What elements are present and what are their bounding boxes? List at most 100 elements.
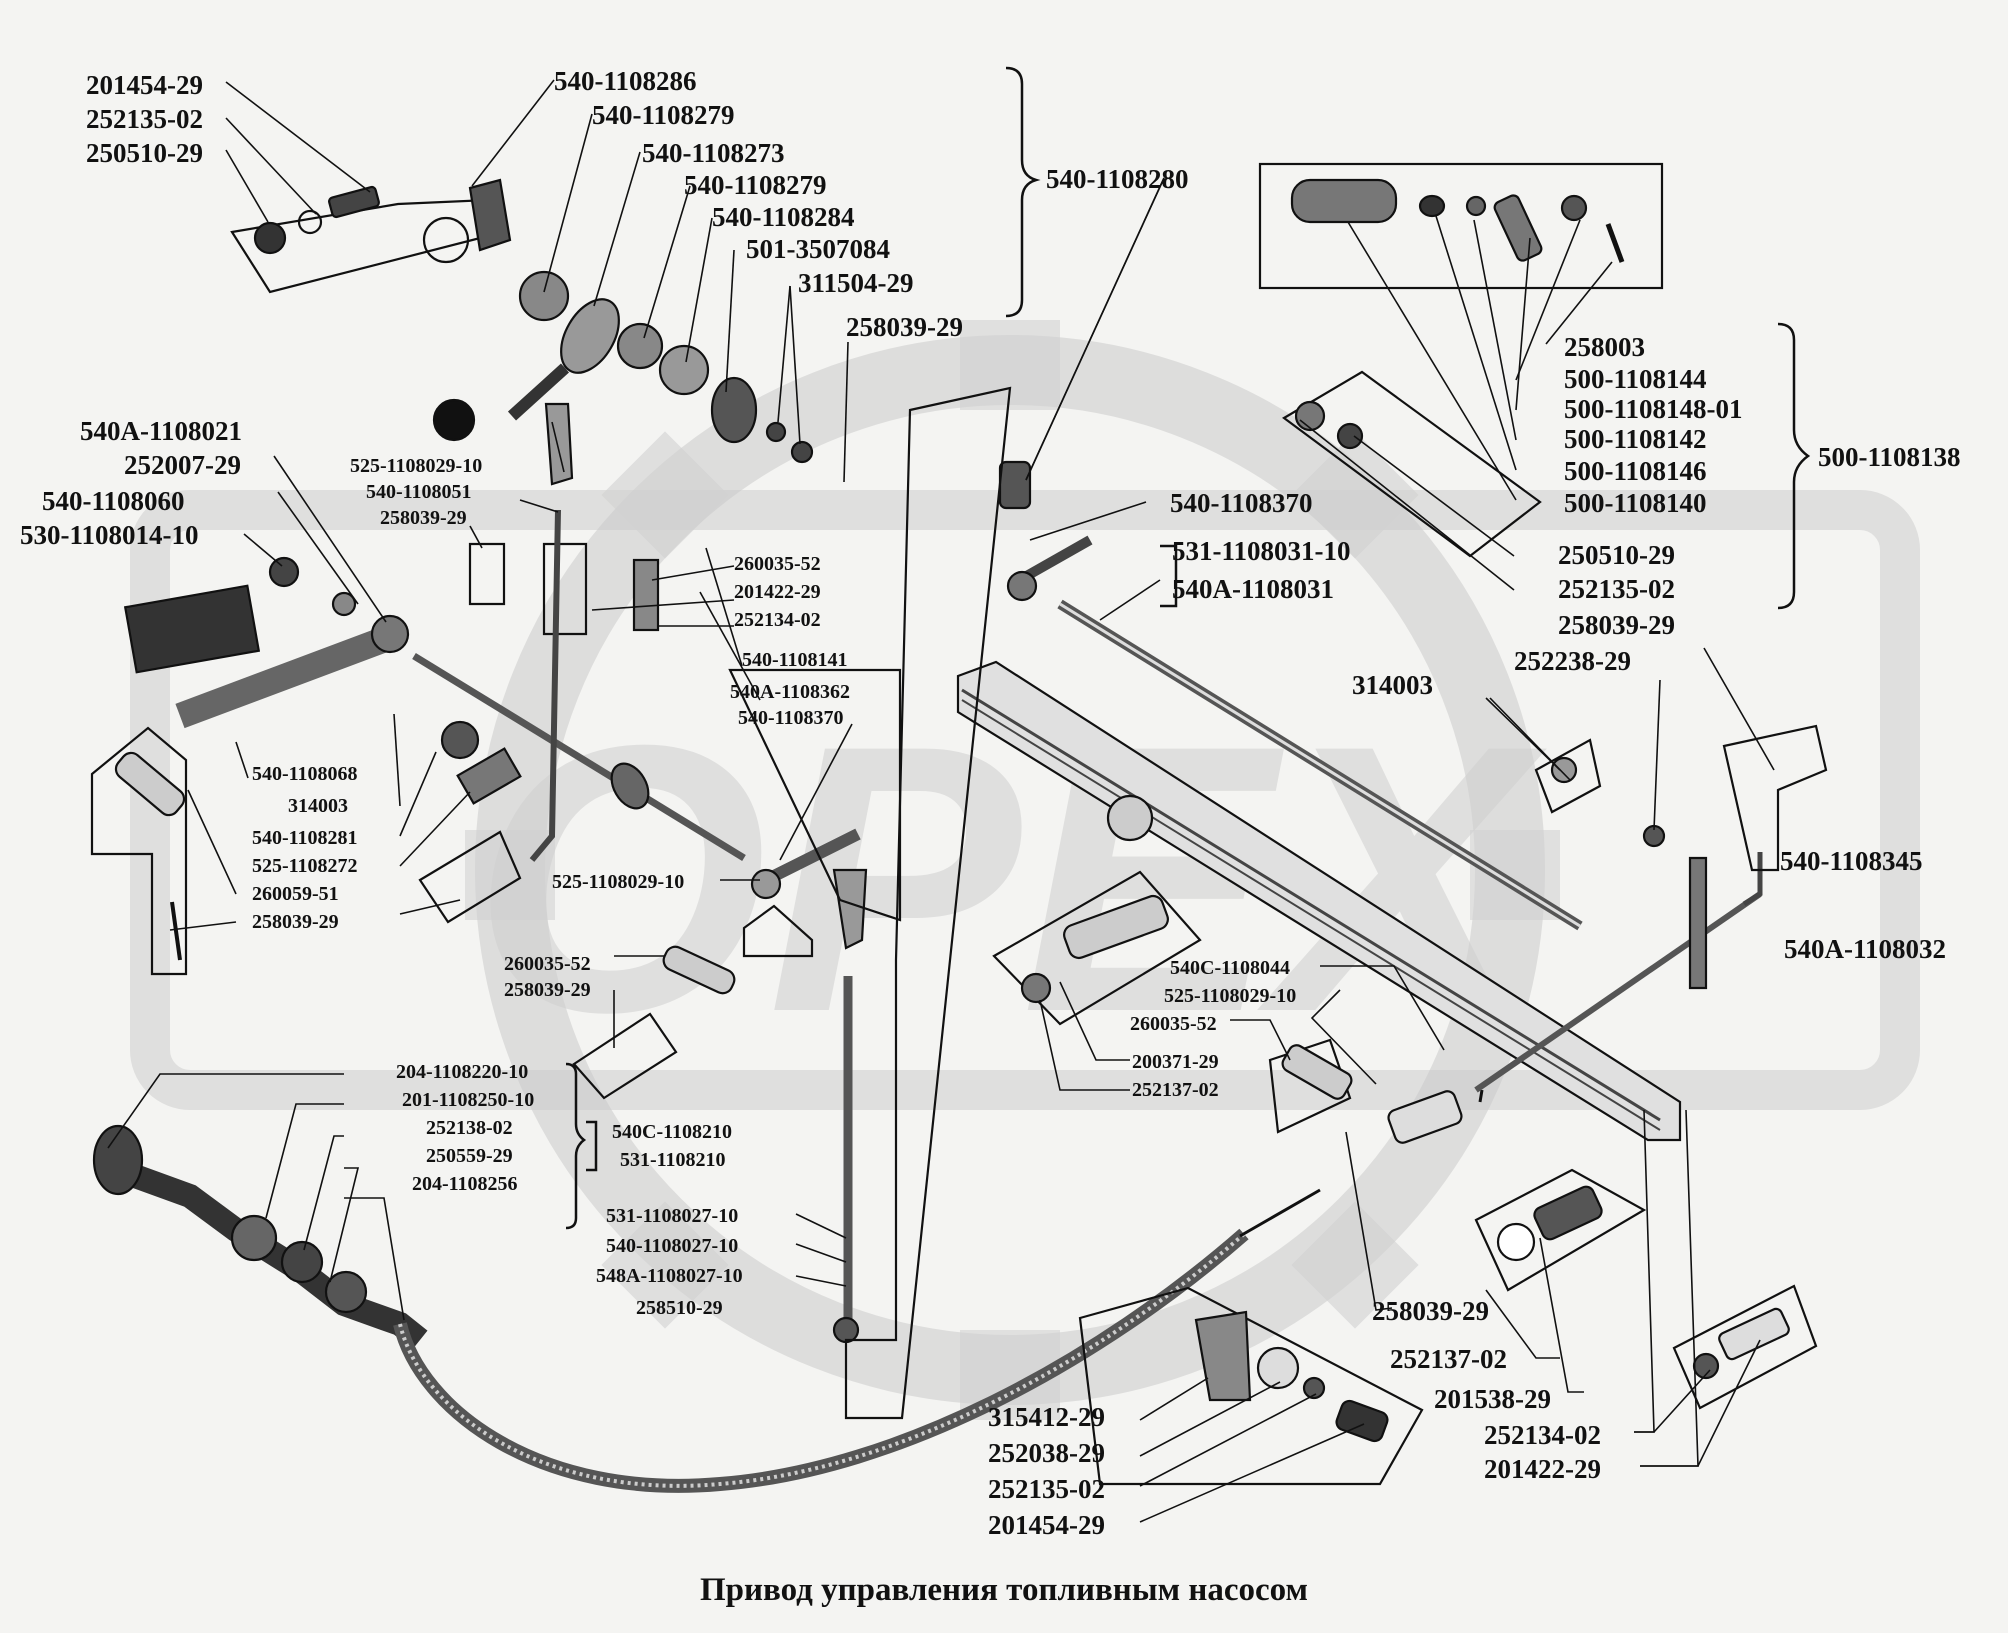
label-525-1108272: 525-1108272 (252, 855, 358, 877)
leader-lines (107, 79, 1775, 1523)
label-540-1108027-10: 540-1108027-10 (606, 1235, 739, 1257)
frame-mid-right (1282, 370, 1542, 558)
label-540-1108068: 540-1108068 (252, 763, 358, 785)
rod-part (529, 509, 561, 862)
label-540-1108345: 540-1108345 (1780, 846, 1923, 876)
knob-part (432, 398, 476, 442)
label-531-1108031-10: 531-1108031-10 (1172, 536, 1351, 566)
label-540A-1108032: 540A-1108032 (1784, 934, 1946, 964)
label-258510-29: 258510-29 (636, 1297, 723, 1319)
label-258003: 258003 (1564, 332, 1645, 362)
label-540A-1108362: 540A-1108362 (730, 681, 850, 703)
label-540-1108051: 540-1108051 (366, 481, 472, 503)
frame-pin-center (572, 1012, 678, 1100)
label-201538-29: 201538-29 (1434, 1384, 1551, 1414)
label-204-1108220-10: 204-1108220-10 (396, 1061, 529, 1083)
label-250559-29: 250559-29 (426, 1145, 513, 1167)
label-260035-52-b: 260035-52 (504, 953, 591, 975)
label-525-1108029-10-right: 525-1108029-10 (1164, 985, 1297, 1007)
frame-clamp (1078, 1286, 1424, 1486)
washer-part (297, 209, 323, 235)
label-252137-02-b: 252137-02 (1390, 1344, 1507, 1374)
label-500-1108142: 500-1108142 (1564, 424, 1707, 454)
label-531-1108210: 531-1108210 (620, 1149, 726, 1171)
bolt-part (328, 185, 380, 219)
label-540-1108281: 540-1108281 (252, 827, 358, 849)
label-252038-29: 252038-29 (988, 1438, 1105, 1468)
lever-arm (759, 828, 861, 888)
label-540-1108279-b: 540-1108279 (684, 170, 827, 200)
frame-center-lower (742, 904, 814, 958)
label-540C-1108210: 540C-1108210 (612, 1121, 732, 1143)
fitting-body (1290, 178, 1398, 224)
nut-part (790, 440, 814, 464)
frame-pin-right2 (1534, 738, 1602, 814)
washer-part (616, 322, 664, 370)
frame-top-right (1258, 162, 1664, 290)
label-314003-left: 314003 (288, 795, 348, 817)
label-258039-29-top: 258039-29 (846, 312, 963, 342)
label-540-1108370-mid: 540-1108370 (1170, 488, 1313, 518)
label-258039-29-n: 258039-29 (1372, 1296, 1489, 1326)
nut-part (765, 421, 787, 443)
label-258039-29-mid: 258039-29 (1558, 610, 1675, 640)
label-252238-29: 252238-29 (1514, 646, 1631, 676)
frame-clip (468, 542, 506, 606)
parts-layer (90, 162, 1828, 1493)
frame-bolt-lower-right (1474, 1168, 1647, 1292)
lever-part (1688, 856, 1708, 990)
label-brackets (565, 66, 1811, 1230)
rod-part (1474, 891, 1762, 1093)
label-540-1108060: 540-1108060 (42, 486, 185, 516)
label-540-1108280: 540-1108280 (1046, 164, 1189, 194)
label-252137-02-a: 252137-02 (1132, 1079, 1219, 1101)
eye-part (422, 216, 470, 264)
label-250510-29: 250510-29 (86, 138, 203, 168)
label-501-3507084: 501-3507084 (746, 234, 890, 264)
label-201454-29-o: 201454-29 (988, 1510, 1105, 1540)
frame-center-tall (844, 386, 1012, 1420)
label-250510-29-mid: 250510-29 (1558, 540, 1675, 570)
label-260059-51: 260059-51 (252, 883, 339, 905)
bracket-part (468, 178, 512, 252)
label-500-1108144: 500-1108144 (1564, 364, 1707, 394)
label-540-1108286: 540-1108286 (554, 66, 697, 96)
label-252135-02-o: 252135-02 (988, 1474, 1105, 1504)
washer-part (518, 270, 570, 322)
clamp-part (1194, 1310, 1252, 1402)
label-500-1108146: 500-1108146 (1564, 456, 1707, 486)
label-530-1108014-10: 530-1108014-10 (20, 520, 199, 550)
label-531-1108027-10: 531-1108027-10 (606, 1205, 739, 1227)
shaft-part (412, 653, 746, 861)
label-540-1108370-center: 540-1108370 (738, 707, 844, 729)
spring-part (710, 376, 758, 444)
label-314003-right: 314003 (1352, 670, 1433, 700)
label-252135-02-mid: 252135-02 (1558, 574, 1675, 604)
diagram-title: Привод управления топливным насосом (700, 1572, 1308, 1608)
frame-pin-lower (418, 830, 522, 924)
label-311504-29: 311504-29 (798, 268, 914, 298)
label-252007-29: 252007-29 (124, 450, 241, 480)
label-315412-29: 315412-29 (988, 1402, 1105, 1432)
label-260035-52-c: 260035-52 (1130, 1013, 1217, 1035)
label-540-1108284: 540-1108284 (712, 202, 855, 232)
label-258039-29-j: 258039-29 (504, 979, 591, 1001)
watermark-logo (130, 320, 1920, 1420)
label-540-1108279-a: 540-1108279 (592, 100, 735, 130)
label-201454-29: 201454-29 (86, 70, 203, 100)
lever-arm (507, 363, 570, 421)
label-540A-1108021: 540A-1108021 (80, 416, 242, 446)
pedal-pad (123, 584, 261, 674)
label-548A-1108027-10: 548A-1108027-10 (596, 1265, 743, 1287)
label-201-1108250-10: 201-1108250-10 (402, 1089, 535, 1111)
label-525-1108029-10-center: 525-1108029-10 (552, 871, 685, 893)
label-540A-1108031: 540A-1108031 (1172, 574, 1334, 604)
swivel-part (998, 460, 1032, 510)
label-200371-29: 200371-29 (1132, 1051, 1219, 1073)
label-260035-52-a: 260035-52 (734, 553, 821, 575)
label-258039-29-f: 258039-29 (380, 507, 467, 529)
label-252134-02-a: 252134-02 (734, 609, 821, 631)
label-201422-29-a: 201422-29 (734, 581, 821, 603)
label-252134-02-b: 252134-02 (1484, 1420, 1601, 1450)
